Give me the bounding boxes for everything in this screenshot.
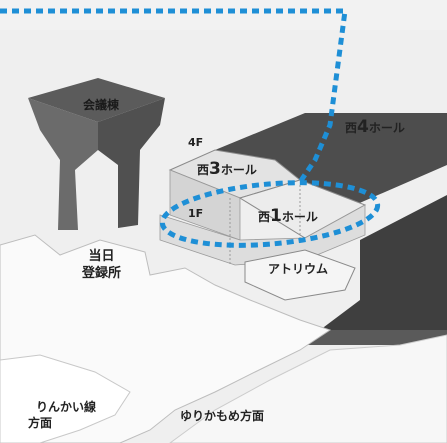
west3-suffix: ホール [220,163,257,177]
west4-prefix: 西 [345,121,358,135]
conference-tower-top [28,78,165,122]
west1-prefix: 西 [258,210,271,224]
conference-tower-left [28,98,98,230]
rinkai-line1: りんかい線 [36,400,97,414]
rinkai-line2: 方面 [28,415,53,430]
west1-suffix: ホール [281,210,318,224]
floor-1f-label: 1F [188,207,204,221]
west1-number: 1 [270,206,282,226]
west1-hall-front [159,204,366,266]
floor-4f-label: 4F [188,136,204,150]
floor-1f-text: 1F [188,207,204,220]
east-building-lower [320,195,447,330]
conference-tower-right [98,98,165,228]
west4-hall-label: 西4ホール [345,117,405,138]
registration-line2: 登録所 [82,265,122,281]
route-dashed-line [0,8,348,184]
registration-desk-label: 当日 登録所 [82,249,121,283]
atrium-block [244,249,356,301]
conference-building-text: 会議棟 [83,98,120,112]
west1-hall-label: 西1ホール [258,206,318,227]
west3-hall-label: 西3ホール [197,159,257,180]
west3-number: 3 [209,159,221,179]
walkway-east [169,334,447,443]
conference-building-label: 会議棟 [83,98,120,113]
west3-prefix: 西 [197,163,210,177]
registration-line1: 当日 [88,249,115,264]
atrium-label: アトリウム [268,262,329,277]
yurikamome-text: ゆりかもめ方面 [180,409,265,423]
west4-suffix: ホール [368,121,405,135]
yurikamome-direction-label: ゆりかもめ方面 [180,409,265,424]
floor-4f-text: 4F [188,136,204,149]
east-building-face [300,330,447,345]
highlight-ring [159,180,381,248]
atrium-text: アトリウム [268,262,329,276]
west4-number: 4 [357,117,369,137]
rinkai-line-direction-label: りんかい線 方面 [28,400,97,431]
walkway-lower [0,354,131,443]
